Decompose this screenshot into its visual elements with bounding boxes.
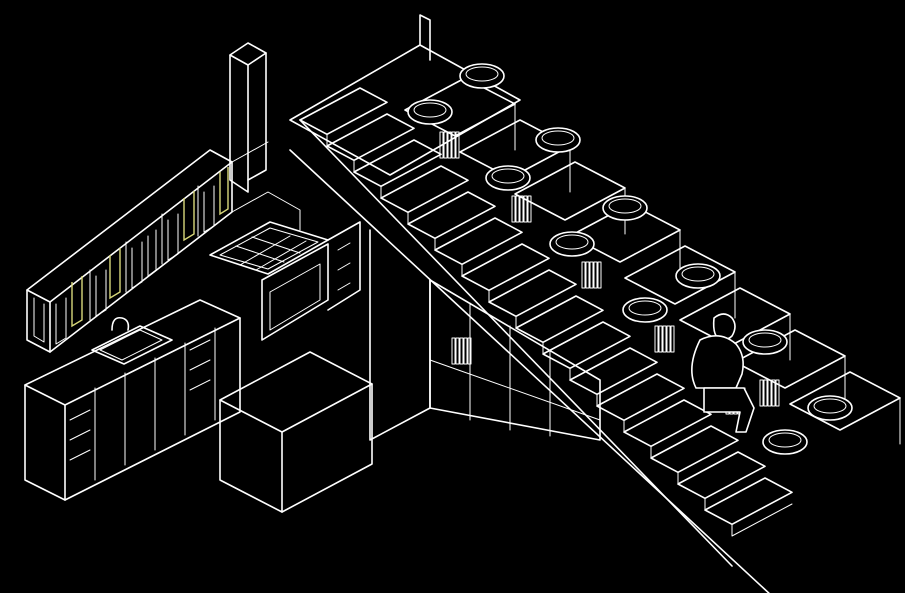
stair-tread <box>623 399 712 448</box>
book-spine <box>597 261 602 289</box>
bowl-planters <box>407 63 853 455</box>
cabinet-glass-accent <box>71 167 229 328</box>
bowl-rim <box>813 398 847 414</box>
book-spine <box>767 379 772 407</box>
stair-tread <box>299 87 388 136</box>
bowl <box>742 329 788 355</box>
bowl-rim <box>681 266 715 282</box>
stair-tread <box>326 113 415 162</box>
bowl-rim <box>491 168 525 184</box>
bowl-rim <box>541 130 575 146</box>
stair-tread <box>596 373 685 422</box>
bowl <box>485 165 531 191</box>
book-spine <box>463 337 468 365</box>
kitchen-island <box>219 351 373 513</box>
bowl <box>549 231 595 257</box>
stair-tread <box>515 295 604 344</box>
bowl <box>622 297 668 323</box>
bowl-rim <box>628 300 662 316</box>
book-spine <box>593 261 598 289</box>
book-spine <box>439 131 444 159</box>
bowl <box>762 429 808 455</box>
stair-tread <box>488 269 577 318</box>
under-stair-shelving <box>369 229 601 441</box>
book-spine <box>515 195 520 223</box>
stair-tread <box>461 243 550 292</box>
stove-base-cabinets <box>327 221 361 311</box>
bowl <box>407 99 453 125</box>
book-spine <box>662 325 667 353</box>
bowl-rim <box>555 234 589 250</box>
book-spine <box>523 195 528 223</box>
book-spine <box>527 195 532 223</box>
stair-tread <box>650 425 739 474</box>
book-spine <box>451 131 456 159</box>
kitchen-lower-cabinets <box>24 299 241 501</box>
book-spine <box>763 379 768 407</box>
book-spine <box>759 379 764 407</box>
stair-tread <box>434 217 523 266</box>
stair-tread <box>407 191 496 240</box>
stove-cooktop <box>209 221 329 275</box>
book-spine <box>455 337 460 365</box>
book-spine <box>654 325 659 353</box>
bowl-rim <box>413 102 447 118</box>
book-spine <box>447 131 452 159</box>
book-spine <box>451 337 456 365</box>
landing-shelf <box>289 14 521 176</box>
book-spine <box>589 261 594 289</box>
book-spine <box>666 325 671 353</box>
book-spine <box>455 131 460 159</box>
book-spine <box>519 195 524 223</box>
staircase <box>289 77 901 593</box>
bowl-rim <box>608 198 642 214</box>
chimney-flue <box>229 42 267 193</box>
bowl <box>675 263 721 289</box>
bowl-rim <box>768 432 802 448</box>
bowl-rim <box>465 66 499 82</box>
bowl <box>807 395 853 421</box>
book-spine <box>670 325 675 353</box>
book-spine <box>443 131 448 159</box>
stair-tread <box>569 347 658 396</box>
stair-tread <box>542 321 631 370</box>
stair-riser <box>731 503 793 537</box>
bowl <box>535 127 581 153</box>
book-spine <box>658 325 663 353</box>
bowl <box>459 63 505 89</box>
kitchen-upper-cabinets <box>26 149 233 353</box>
stair-tread <box>380 165 469 214</box>
bowl-rim <box>748 332 782 348</box>
book-spine <box>581 261 586 289</box>
stair-tread <box>353 139 442 188</box>
book-spine <box>511 195 516 223</box>
back-wall-lines <box>231 141 301 231</box>
book-spine <box>771 379 776 407</box>
book-spine <box>775 379 780 407</box>
stair-stringer-bottom <box>289 149 770 593</box>
book-spine <box>467 337 472 365</box>
stair-tread <box>704 477 793 526</box>
book-spine <box>585 261 590 289</box>
seated-person-figure <box>691 313 755 433</box>
book-spine <box>459 337 464 365</box>
oven <box>261 243 329 341</box>
stair-tread <box>677 451 766 500</box>
kitchen-sink <box>91 316 173 365</box>
bowl <box>602 195 648 221</box>
